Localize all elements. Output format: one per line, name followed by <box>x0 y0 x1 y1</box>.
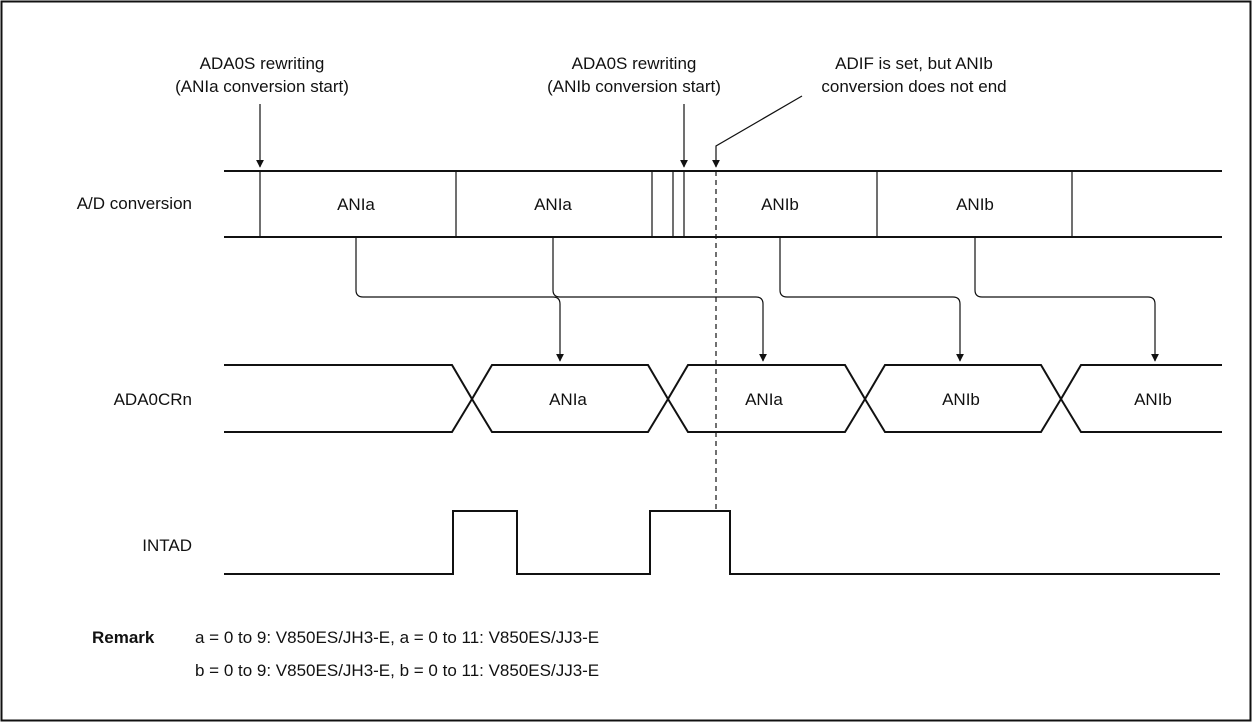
ada0crn-row: ANIa ANIa ANIb ANIb <box>224 364 1222 433</box>
ad-conversion-label: A/D conversion <box>77 194 192 213</box>
annotation-3-arrow <box>712 95 803 168</box>
annotation-1-line-2: (ANIa conversion start) <box>175 77 349 96</box>
transfer-arrow-2 <box>552 237 767 362</box>
remark-line-2: b = 0 to 9: V850ES/JH3-E, b = 0 to 11: V… <box>195 661 599 680</box>
annotation-2-line-2: (ANIb conversion start) <box>547 77 721 96</box>
ada0crn-bus-top <box>224 364 1222 401</box>
ada0crn-cell: ANIb <box>1134 390 1172 409</box>
ada0crn-cell: ANIa <box>745 390 783 409</box>
transfer-arrows <box>355 237 1159 362</box>
annotation-2-line-1: ADA0S rewriting <box>572 54 697 73</box>
ad-conversion-row: ANIa ANIa ANIb ANIb <box>224 170 1222 238</box>
ada0crn-label: ADA0CRn <box>114 390 192 409</box>
ada0crn-cell: ANIa <box>549 390 587 409</box>
annotation-adif-set: ADIF is set, but ANIb conversion does no… <box>712 54 1007 168</box>
ad-cell: ANIb <box>761 195 799 214</box>
remark-title: Remark <box>92 628 155 647</box>
intad-waveform <box>224 510 1220 575</box>
ad-cell: ANIa <box>534 195 572 214</box>
ad-cell: ANIb <box>956 195 994 214</box>
transfer-arrow-3 <box>779 237 964 362</box>
intad-label: INTAD <box>142 536 192 555</box>
transfer-arrow-4 <box>974 237 1159 362</box>
ada0crn-bus-bottom <box>224 397 1222 433</box>
ad-cell: ANIa <box>337 195 375 214</box>
annotation-3-line-1: ADIF is set, but ANIb <box>835 54 993 73</box>
annotation-1-line-1: ADA0S rewriting <box>200 54 325 73</box>
annotation-ada0s-rewriting-anis-a: ADA0S rewriting (ANIa conversion start) <box>175 54 349 168</box>
transfer-arrow-1 <box>355 237 564 362</box>
annotation-3-line-2: conversion does not end <box>821 77 1006 96</box>
annotation-ada0s-rewriting-anis-b: ADA0S rewriting (ANIb conversion start) <box>547 54 721 168</box>
remark: Remark a = 0 to 9: V850ES/JH3-E, a = 0 t… <box>92 628 599 680</box>
ada0crn-cell: ANIb <box>942 390 980 409</box>
remark-line-1: a = 0 to 9: V850ES/JH3-E, a = 0 to 11: V… <box>195 628 599 647</box>
